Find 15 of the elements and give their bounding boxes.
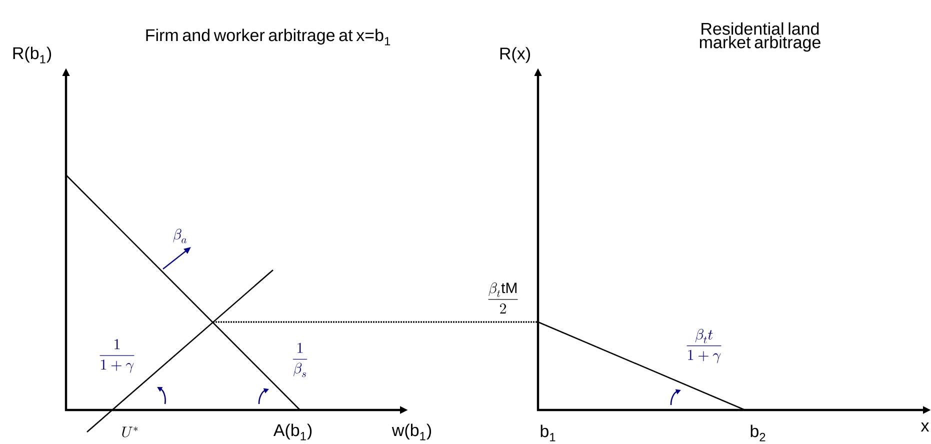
- panel-title: Residential land market arbitrage: [700, 22, 820, 52]
- axis-label: x: [920, 422, 930, 432]
- axis-label: w(b$_{1}$): [392, 424, 432, 440]
- slope-label: $\frac{\beta_t t}{1+\gamma}$: [686, 328, 722, 364]
- panel-title: Firm and worker arbitrage at x=b$_{1}$: [146, 28, 390, 46]
- tick-label: $\frac{\beta_t \mathrm{tM}}{2}$: [488, 282, 518, 314]
- axis-label: R(b$_{1}$): [13, 46, 52, 64]
- slope-label: $\beta_a$: [173, 228, 186, 244]
- axis-label: R(x): [500, 47, 530, 63]
- tick-label: b$_{2}$: [750, 424, 766, 442]
- tick-label: A(b$_{1}$): [273, 424, 312, 440]
- tick-label: $U^*$: [122, 426, 138, 438]
- tick-label: b$_{1}$: [540, 424, 556, 442]
- slope-label: $\frac{1}{1+\gamma}$: [100, 339, 134, 373]
- slope-label: $\frac{1}{\beta_s}$: [293, 342, 307, 378]
